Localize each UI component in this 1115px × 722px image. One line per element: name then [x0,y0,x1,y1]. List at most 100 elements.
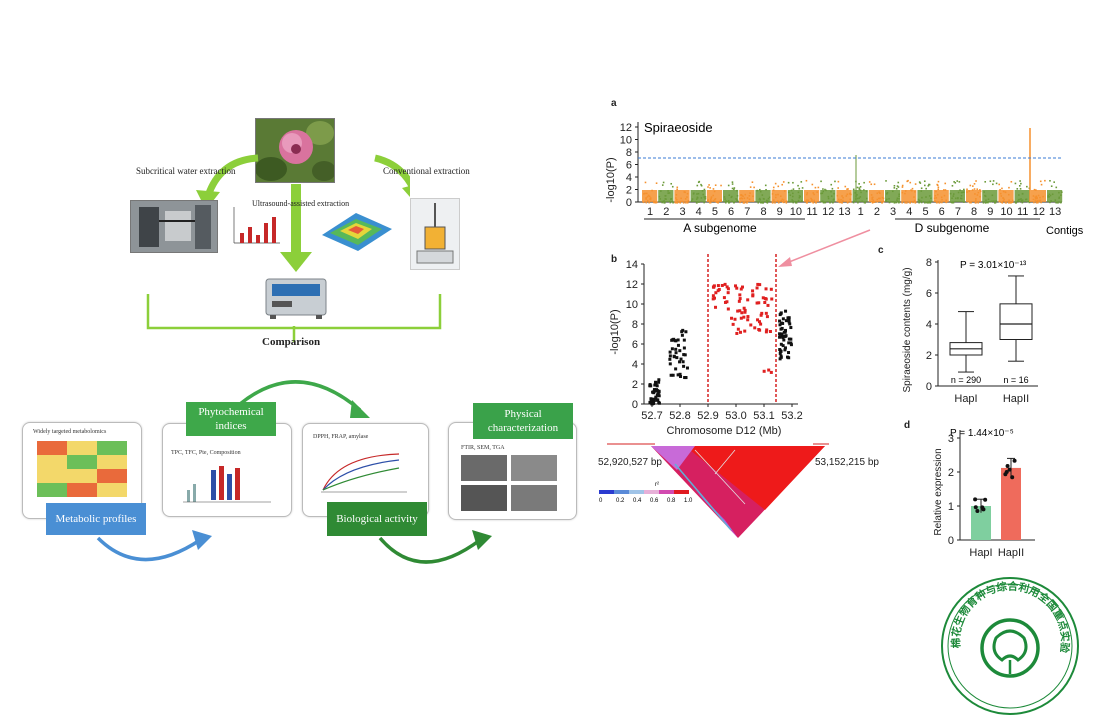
snp-point [712,284,716,288]
snp-point [784,309,788,313]
snp-point [755,286,759,290]
snp-point [783,348,787,352]
snp-point [680,330,684,334]
metabolomics-card: Widely targeted metabolomics [22,422,142,519]
a-ytick-label: 0 [626,197,632,209]
n-label: n = 16 [1003,375,1028,385]
snp-point [733,317,737,321]
chromosome-label: 8 [760,206,766,218]
snp-point [784,319,788,323]
snp-point [674,347,678,351]
replicate-dot [1010,475,1015,480]
ultrasonic-bath [265,278,327,319]
snp-point [652,400,656,404]
snp-point [717,287,721,291]
snp-point [746,318,750,322]
d-ytick-label: 2 [948,467,954,479]
panel-c-letter: c [878,245,884,256]
snp-point [781,344,785,348]
snp-point [739,287,743,291]
response-surface-plot [322,213,392,251]
c-ytick-label: 8 [926,257,932,269]
snp-point [739,316,743,320]
snp-point [731,322,735,326]
snp-point [674,367,678,371]
replicate-dot [973,497,978,502]
snp-point [738,309,742,313]
c-ytick-label: 2 [926,350,932,362]
replicate-dot [983,497,988,502]
snp-point [668,350,672,354]
snp-point [746,298,750,302]
ld-scale-tick: 1.0 [684,498,693,504]
snp-point [726,291,730,295]
biological-detail: DPPH, FRAP, amylase [313,434,369,440]
panel-d-letter: d [904,420,911,431]
snp-point [668,362,672,366]
c-group-label: HapI [954,393,977,405]
snp-point [769,287,773,291]
chromosome-label: 12 [1033,206,1045,218]
snp-point [676,338,680,342]
snp-point [668,354,672,358]
snp-point [778,332,782,336]
chromosome-label: 4 [696,206,702,218]
snp-point [735,331,739,335]
snp-point [655,398,659,402]
chromosome-label: 4 [906,206,912,218]
snp-point [787,320,791,324]
physical-detail: FTIR, SEM, TGA [461,445,505,451]
snp-point [674,351,678,355]
snp-point [757,320,761,324]
snp-point [780,321,784,325]
snp-point [726,307,730,311]
replicate-dot [981,507,986,512]
snp-point [763,300,767,304]
snp-point [738,293,742,297]
replicate-dot [973,505,978,510]
chromosome-label: 5 [712,206,718,218]
machine-image [131,201,217,252]
snp-point [780,332,784,336]
d-subgenome-label: D subgenome [915,221,990,235]
spiraeoside-boxplot: P = 3.01×10⁻¹³ Spiraeoside contents (mg/… [902,257,1038,405]
snp-point [678,372,682,376]
chromosome-label: 1 [647,206,653,218]
left-bp-label: 52,920,527 bp [598,457,662,468]
snp-point [742,315,746,319]
a-ytick-label: 4 [626,172,632,184]
snp-point [757,301,761,305]
b-ytick-label: 0 [632,399,638,411]
snp-point [769,370,773,374]
b-ytick-label: 10 [626,299,638,311]
b-ytick-label: 6 [632,339,638,351]
snp-point [654,380,658,384]
snp-point [714,291,718,295]
panel-d-ylabel: Relative expression [933,448,944,535]
b-ytick-label: 2 [632,379,638,391]
contigs-label: Contigs [1046,225,1084,237]
right-bp-label: 53,152,215 bp [815,457,879,468]
a-ytick-label: 12 [620,122,632,134]
snp-point [720,283,724,287]
snp-point [789,343,793,347]
snp-point [726,287,730,291]
snp-point [657,389,661,393]
a-ytick-label: 6 [626,160,632,172]
snp-point [781,317,785,321]
n-label: n = 290 [951,375,981,385]
c-group-label: HapII [1003,393,1029,405]
chromosome-label: 2 [663,206,669,218]
snp-point [682,364,686,368]
comparison-label: Comparison [262,336,321,348]
chromosome-label: 12 [822,206,834,218]
snp-point [712,296,716,300]
snp-point [758,283,762,287]
chromosome-label: 13 [838,206,850,218]
panel-d-pvalue: P = 1.44×10⁻⁵ [950,428,1014,439]
b-ytick-label: 8 [632,319,638,331]
snp-point [759,322,763,326]
snp-point [782,338,786,342]
snp-point [765,315,769,319]
